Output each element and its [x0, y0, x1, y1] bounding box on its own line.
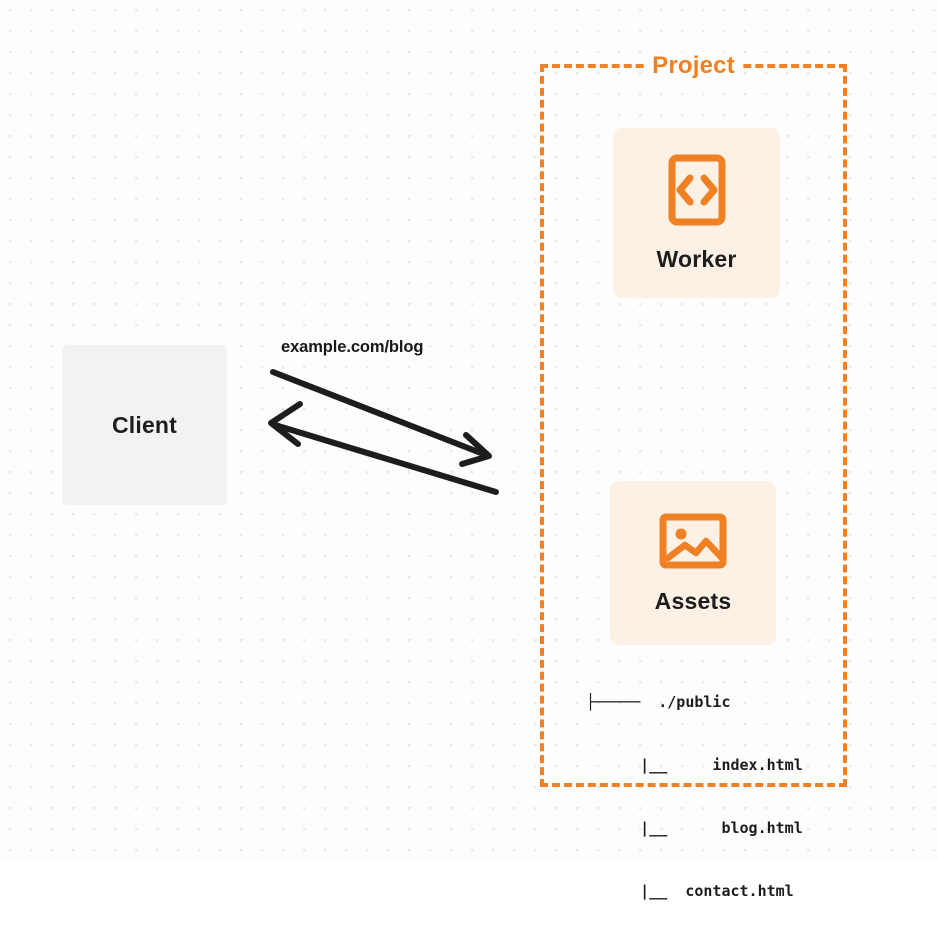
- file-tree-row: |__ blog.html: [586, 819, 803, 837]
- file-tree-row: |__ index.html: [586, 756, 803, 774]
- arrows-svg: [268, 369, 499, 495]
- project-title: Project: [645, 52, 742, 80]
- request-arrow-icon: [270, 369, 492, 467]
- worker-card-label: Worker: [656, 245, 737, 272]
- connector-url-label: example.com/blog: [281, 338, 424, 356]
- image-picture-icon: [659, 512, 727, 570]
- client-node-label: Client: [111, 411, 178, 438]
- assets-file-tree: ├───── ./public |__ index.html |__ blog.…: [586, 650, 803, 944]
- assets-card-label: Assets: [654, 587, 732, 614]
- connector-arrows: [250, 330, 520, 515]
- code-brackets-icon: [668, 154, 726, 226]
- worker-card[interactable]: Worker: [613, 128, 780, 298]
- project-container: Project: [540, 52, 847, 787]
- assets-card[interactable]: Assets: [610, 481, 776, 645]
- response-arrow-icon: [268, 401, 499, 495]
- client-node[interactable]: Client: [62, 345, 227, 505]
- diagram-canvas: Client example.com/blog Project: [0, 0, 938, 900]
- file-tree-row: |__ contact.html: [586, 882, 794, 900]
- file-tree-row: ├───── ./public: [586, 693, 731, 711]
